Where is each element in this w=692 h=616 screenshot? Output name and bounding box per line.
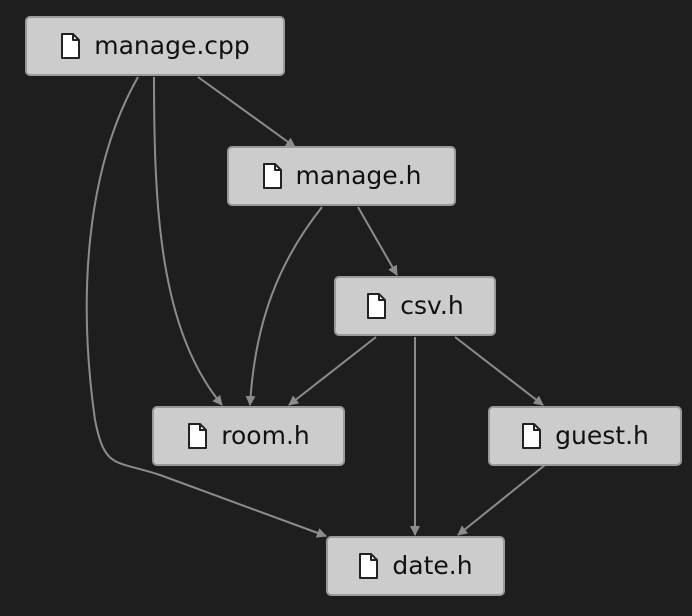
file-icon xyxy=(366,293,387,319)
edge-guest-h-to-date-h xyxy=(457,464,546,536)
file-icon xyxy=(187,423,208,449)
node-label: manage.h xyxy=(295,160,422,190)
node-manage-cpp[interactable]: manage.cpp xyxy=(25,16,285,76)
edge-manage-cpp-to-manage-h xyxy=(197,76,296,148)
node-label: room.h xyxy=(221,420,310,450)
node-room-h[interactable]: room.h xyxy=(152,406,345,466)
node-label: csv.h xyxy=(400,290,464,320)
edge-manage-cpp-to-date-h xyxy=(85,76,327,538)
edge-manage-cpp-to-room-h xyxy=(153,76,223,406)
edge-manage-h-to-room-h xyxy=(245,206,323,406)
file-icon xyxy=(60,33,81,59)
file-icon xyxy=(521,423,542,449)
edge-csv-h-to-guest-h xyxy=(454,336,544,406)
file-icon xyxy=(358,553,379,579)
edge-csv-h-to-room-h xyxy=(288,336,377,406)
edge-manage-h-to-csv-h xyxy=(357,206,398,276)
node-label: date.h xyxy=(392,550,473,580)
node-manage-h[interactable]: manage.h xyxy=(227,146,456,206)
node-guest-h[interactable]: guest.h xyxy=(488,406,682,466)
node-date-h[interactable]: date.h xyxy=(326,536,505,596)
node-csv-h[interactable]: csv.h xyxy=(334,276,496,336)
node-label: manage.cpp xyxy=(94,30,250,60)
node-label: guest.h xyxy=(555,420,649,450)
file-icon xyxy=(262,163,282,189)
